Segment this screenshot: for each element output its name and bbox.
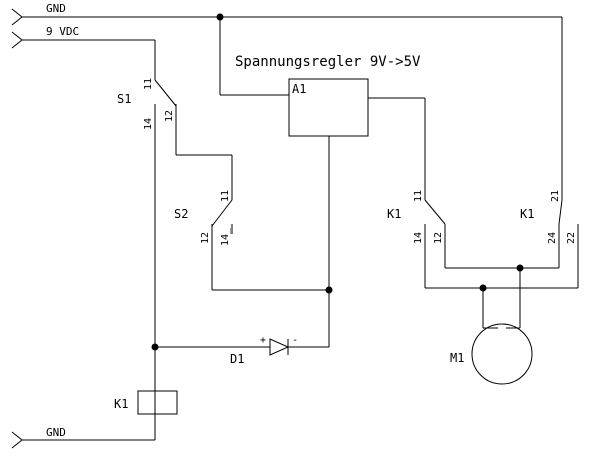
coil-label: K1 (114, 397, 128, 411)
relay-contact-k1-a: K1 11 14 12 (387, 190, 446, 288)
gnd-rail-top: GND (11, 2, 562, 26)
k1a-pin-11: 11 (413, 190, 424, 202)
s1-pin-14: 14 (143, 118, 154, 130)
gnd-top-terminal-arrow (11, 8, 23, 26)
gnd-top-label: GND (46, 2, 66, 15)
motor-wiring (425, 264, 578, 329)
relay-coil-k1: K1 GND (11, 390, 178, 449)
k1a-pin-14: 14 (413, 232, 424, 244)
k1a-label: K1 (387, 207, 401, 221)
s2-lever (211, 199, 233, 227)
diode-minus: - (292, 335, 298, 346)
s1-pin-11: 11 (143, 78, 154, 90)
gnd-bottom-terminal-arrow (11, 431, 23, 449)
k1b-pin-24: 24 (547, 232, 558, 244)
diode-plus: + (260, 335, 266, 346)
regulator-title: Spannungsregler 9V->5V (235, 54, 421, 70)
vdc-label: 9 VDC (46, 25, 79, 38)
switch-s1: S1 11 14 12 (117, 78, 233, 415)
diode-label: D1 (230, 352, 244, 366)
motor-symbol (471, 323, 533, 385)
k1b-label: K1 (520, 207, 534, 221)
k1b-pin-21: 21 (550, 190, 561, 202)
switch-s2: S2 11 12 14_ (174, 190, 329, 291)
diode-d1: + - D1 (151, 335, 329, 366)
regulator-label: A1 (292, 82, 306, 96)
k1b-lever (558, 199, 563, 225)
vdc-terminal-arrow (11, 31, 23, 49)
k1a-lever (424, 199, 446, 225)
motor-label: M1 (450, 351, 464, 365)
motor-m1: M1 (450, 323, 533, 385)
s2-pin-11: 11 (220, 190, 231, 202)
s1-label: S1 (117, 92, 131, 106)
s2-pin-14: 14_ (220, 227, 231, 246)
gnd-bottom-label: GND (46, 426, 66, 439)
s1-pin-12: 12 (164, 110, 175, 122)
s2-pin-12: 12 (200, 232, 211, 244)
s1-lever (154, 79, 177, 107)
diode-symbol (269, 338, 290, 356)
relay-contact-k1-b: K1 21 24 22 (520, 17, 579, 288)
k1b-pin-22: 22 (566, 232, 577, 244)
voltage-regulator-a1: Spannungsregler 9V->5V A1 (219, 17, 426, 347)
junction-s2-regulator (325, 286, 333, 294)
k1a-pin-12: 12 (433, 232, 444, 244)
vdc-rail: 9 VDC (11, 25, 156, 80)
s2-label: S2 (174, 207, 188, 221)
coil-box (137, 390, 178, 415)
